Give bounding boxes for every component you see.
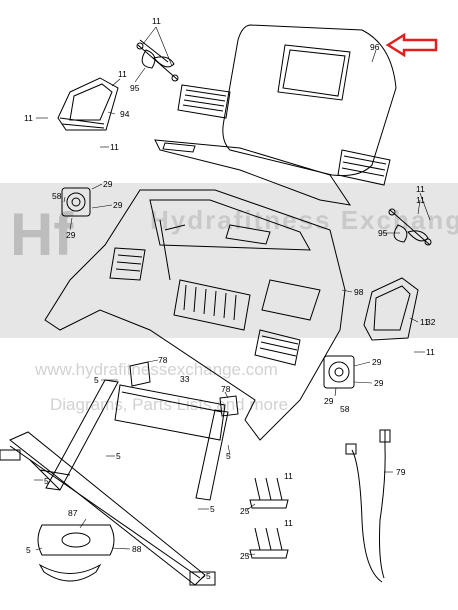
callout-label-11: 11 (416, 195, 425, 205)
callout-label-11: 11 (152, 16, 161, 26)
callout-label-96: 96 (370, 42, 380, 52)
callout-label-11: 11 (426, 347, 435, 357)
fan-left (136, 39, 179, 82)
callout-label-11: 11 (420, 317, 429, 327)
callout-label-29: 29 (113, 200, 123, 210)
callout-label-98: 98 (354, 287, 364, 297)
callout-label-11: 11 (416, 184, 425, 194)
watermark-logo: Hf (10, 201, 74, 268)
console-base (44, 189, 346, 441)
callout-label-11: 11 (118, 69, 127, 79)
callout-label-11: 11 (24, 113, 33, 123)
callout-label-94: 94 (120, 109, 130, 119)
callout-label-11: 11 (110, 142, 119, 152)
bolt-group-lower (249, 527, 289, 559)
callout-label-5: 5 (44, 476, 49, 486)
callout-label-32: 32 (426, 317, 436, 327)
callout-label-88: 88 (132, 544, 142, 554)
accessory-tray-right (363, 277, 419, 341)
callout-label-79: 79 (396, 467, 406, 477)
speaker-right (323, 355, 355, 389)
callout-label-95: 95 (130, 83, 140, 93)
callout-label-78: 78 (221, 384, 231, 394)
callout-label-11: 11 (284, 518, 293, 528)
callout-label-29: 29 (372, 357, 382, 367)
leader-lines (34, 26, 431, 581)
callout-label-11: 11 (284, 471, 293, 481)
watermark-tagline: Diagrams, Parts Lists and more (50, 395, 289, 414)
bolt-group-upper (249, 477, 289, 509)
callout-label-5: 5 (26, 545, 31, 555)
callout-label-5: 5 (226, 451, 231, 461)
callout-label-25: 25 (240, 506, 250, 516)
watermark-band (0, 183, 458, 338)
cable (345, 429, 391, 583)
upright-frame (0, 379, 229, 586)
callout-label-5: 5 (94, 375, 99, 385)
callout-label-29: 29 (103, 179, 113, 189)
accessory-tray (57, 77, 119, 131)
callout-label-5: 5 (116, 451, 121, 461)
callout-label-29: 29 (374, 378, 384, 388)
callout-label-58: 58 (340, 404, 350, 414)
callout-label-95: 95 (378, 228, 388, 238)
watermark-brand: Hydrafitness Exchange (150, 205, 458, 235)
callout-label-25: 25 (240, 551, 250, 561)
callout-label-5: 5 (210, 504, 215, 514)
callout-label-29: 29 (324, 396, 334, 406)
callout-label-58: 58 (52, 191, 62, 201)
callout-label-33: 33 (180, 374, 190, 384)
speaker-left (61, 187, 91, 217)
highlight-arrow (385, 32, 438, 58)
callout-label-87: 87 (68, 508, 78, 518)
crossbar (114, 361, 239, 441)
console-display (154, 24, 397, 206)
fan-right (388, 208, 432, 246)
callout-label-78: 78 (158, 355, 168, 365)
handle-assembly (37, 524, 115, 582)
callout-label-29: 29 (66, 230, 76, 240)
callout-label-5: 5 (206, 571, 211, 581)
